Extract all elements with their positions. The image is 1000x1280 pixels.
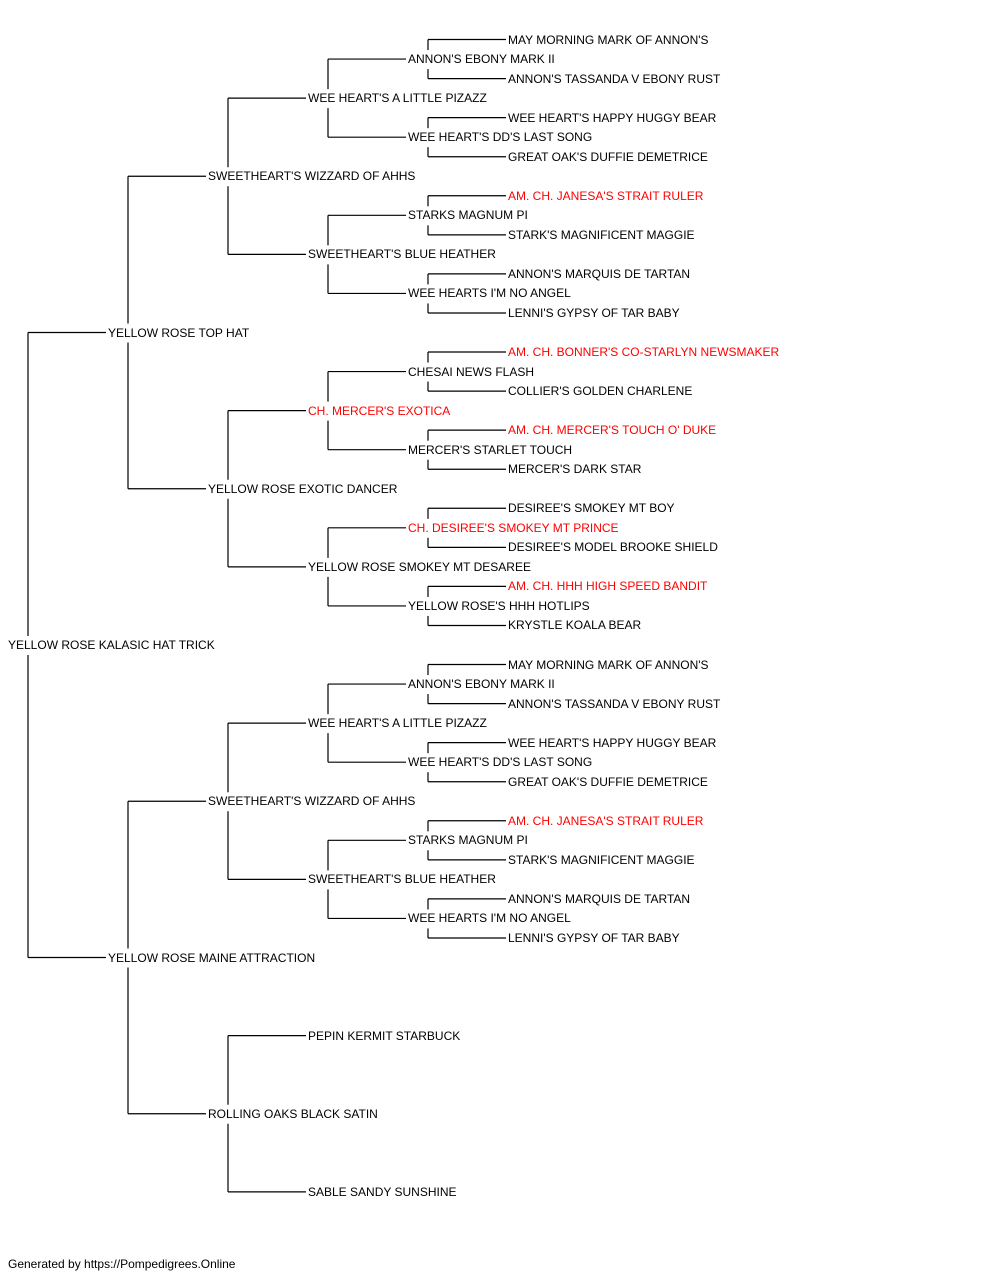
pedigree-node-mercer-s-dark-star: MERCER'S DARK STAR — [508, 462, 642, 477]
pedigree-node-rolling-oaks-black-satin: ROLLING OAKS BLACK SATIN — [208, 1106, 378, 1121]
pedigree-node-yellow-rose-smokey-mt-desaree: YELLOW ROSE SMOKEY MT DESAREE — [308, 559, 531, 574]
pedigree-node-stark-s-magnificent-maggie: STARK'S MAGNIFICENT MAGGIE — [508, 852, 695, 867]
pedigree-node-annon-s-ebony-mark-ii: ANNON'S EBONY MARK II — [408, 52, 555, 67]
pedigree-node-annon-s-marquis-de-tartan: ANNON'S MARQUIS DE TARTAN — [508, 266, 691, 281]
pedigree-node-chesai-news-flash: CHESAI NEWS FLASH — [408, 364, 535, 379]
pedigree-node-sweetheart-s-wizzard-of-ahhs: SWEETHEART'S WIZZARD OF AHHS — [208, 794, 416, 809]
pedigree-node-wee-heart-s-happy-huggy-bear: WEE HEART'S HAPPY HUGGY BEAR — [508, 735, 717, 750]
pedigree-node-stark-s-magnificent-maggie: STARK'S MAGNIFICENT MAGGIE — [508, 227, 695, 242]
pedigree-node-am-ch-hhh-high-speed-bandit: AM. CH. HHH HIGH SPEED BANDIT — [508, 579, 708, 594]
pedigree-node-great-oak-s-duffie-demetrice: GREAT OAK'S DUFFIE DEMETRICE — [508, 149, 708, 164]
pedigree-node-desiree-s-smokey-mt-boy: DESIREE'S SMOKEY MT BOY — [508, 501, 675, 516]
pedigree-node-desiree-s-model-brooke-shield: DESIREE'S MODEL BROOKE SHIELD — [508, 540, 718, 555]
pedigree-node-yellow-rose-s-hhh-hotlips: YELLOW ROSE'S HHH HOTLIPS — [408, 598, 590, 613]
pedigree-node-wee-heart-s-dd-s-last-song: WEE HEART'S DD'S LAST SONG — [408, 755, 593, 770]
pedigree-node-mercer-s-starlet-touch: MERCER'S STARLET TOUCH — [408, 442, 573, 457]
generated-by-footer: Generated by https://Pompedigrees.Online — [8, 1257, 236, 1271]
pedigree-node-annon-s-marquis-de-tartan: ANNON'S MARQUIS DE TARTAN — [508, 891, 691, 906]
pedigree-node-wee-heart-s-happy-huggy-bear: WEE HEART'S HAPPY HUGGY BEAR — [508, 110, 717, 125]
pedigree-node-krystle-koala-bear: KRYSTLE KOALA BEAR — [508, 618, 642, 633]
pedigree-node-annon-s-tassanda-v-ebony-rust: ANNON'S TASSANDA V EBONY RUST — [508, 696, 721, 711]
pedigree-node-may-morning-mark-of-annon-s: MAY MORNING MARK OF ANNON'S — [508, 657, 709, 672]
pedigree-node-yellow-rose-exotic-dancer: YELLOW ROSE EXOTIC DANCER — [208, 481, 398, 496]
pedigree-node-starks-magnum-pi: STARKS MAGNUM PI — [408, 833, 528, 848]
pedigree-node-ch-mercer-s-exotica: CH. MERCER'S EXOTICA — [308, 403, 451, 418]
pedigree-node-ch-desiree-s-smokey-mt-prince: CH. DESIREE'S SMOKEY MT PRINCE — [408, 520, 619, 535]
pedigree-node-wee-heart-s-a-little-pizazz: WEE HEART'S A LITTLE PIZAZZ — [308, 91, 487, 106]
pedigree-node-yellow-rose-top-hat: YELLOW ROSE TOP HAT — [108, 325, 250, 340]
pedigree-node-sweetheart-s-blue-heather: SWEETHEART'S BLUE HEATHER — [308, 872, 496, 887]
pedigree-node-great-oak-s-duffie-demetrice: GREAT OAK'S DUFFIE DEMETRICE — [508, 774, 708, 789]
pedigree-node-am-ch-bonner-s-co-starlyn-newsmaker: AM. CH. BONNER'S CO-STARLYN NEWSMAKER — [508, 345, 780, 360]
pedigree-node-wee-hearts-i-m-no-angel: WEE HEARTS I'M NO ANGEL — [408, 911, 571, 926]
pedigree-node-annon-s-ebony-mark-ii: ANNON'S EBONY MARK II — [408, 677, 555, 692]
pedigree-node-lenni-s-gypsy-of-tar-baby: LENNI'S GYPSY OF TAR BABY — [508, 930, 680, 945]
pedigree-node-lenni-s-gypsy-of-tar-baby: LENNI'S GYPSY OF TAR BABY — [508, 305, 680, 320]
pedigree-node-wee-heart-s-a-little-pizazz: WEE HEART'S A LITTLE PIZAZZ — [308, 716, 487, 731]
pedigree-node-starks-magnum-pi: STARKS MAGNUM PI — [408, 208, 528, 223]
pedigree-node-am-ch-mercer-s-touch-o-duke: AM. CH. MERCER'S TOUCH O' DUKE — [508, 423, 717, 438]
pedigree-node-yellow-rose-maine-attraction: YELLOW ROSE MAINE ATTRACTION — [108, 950, 316, 965]
pedigree-node-may-morning-mark-of-annon-s: MAY MORNING MARK OF ANNON'S — [508, 32, 709, 47]
pedigree-node-collier-s-golden-charlene: COLLIER'S GOLDEN CHARLENE — [508, 384, 693, 399]
pedigree-node-pepin-kermit-starbuck: PEPIN KERMIT STARBUCK — [308, 1028, 461, 1043]
pedigree-node-am-ch-janesa-s-strait-ruler: AM. CH. JANESA'S STRAIT RULER — [508, 813, 704, 828]
pedigree-node-annon-s-tassanda-v-ebony-rust: ANNON'S TASSANDA V EBONY RUST — [508, 71, 721, 86]
pedigree-node-wee-hearts-i-m-no-angel: WEE HEARTS I'M NO ANGEL — [408, 286, 571, 301]
pedigree-node-sweetheart-s-blue-heather: SWEETHEART'S BLUE HEATHER — [308, 247, 496, 262]
pedigree-node-sweetheart-s-wizzard-of-ahhs: SWEETHEART'S WIZZARD OF AHHS — [208, 169, 416, 184]
pedigree-node-yellow-rose-kalasic-hat-trick: YELLOW ROSE KALASIC HAT TRICK — [8, 638, 215, 652]
pedigree-node-sable-sandy-sunshine: SABLE SANDY SUNSHINE — [308, 1184, 457, 1199]
pedigree-node-wee-heart-s-dd-s-last-song: WEE HEART'S DD'S LAST SONG — [408, 130, 593, 145]
pedigree-node-am-ch-janesa-s-strait-ruler: AM. CH. JANESA'S STRAIT RULER — [508, 188, 704, 203]
